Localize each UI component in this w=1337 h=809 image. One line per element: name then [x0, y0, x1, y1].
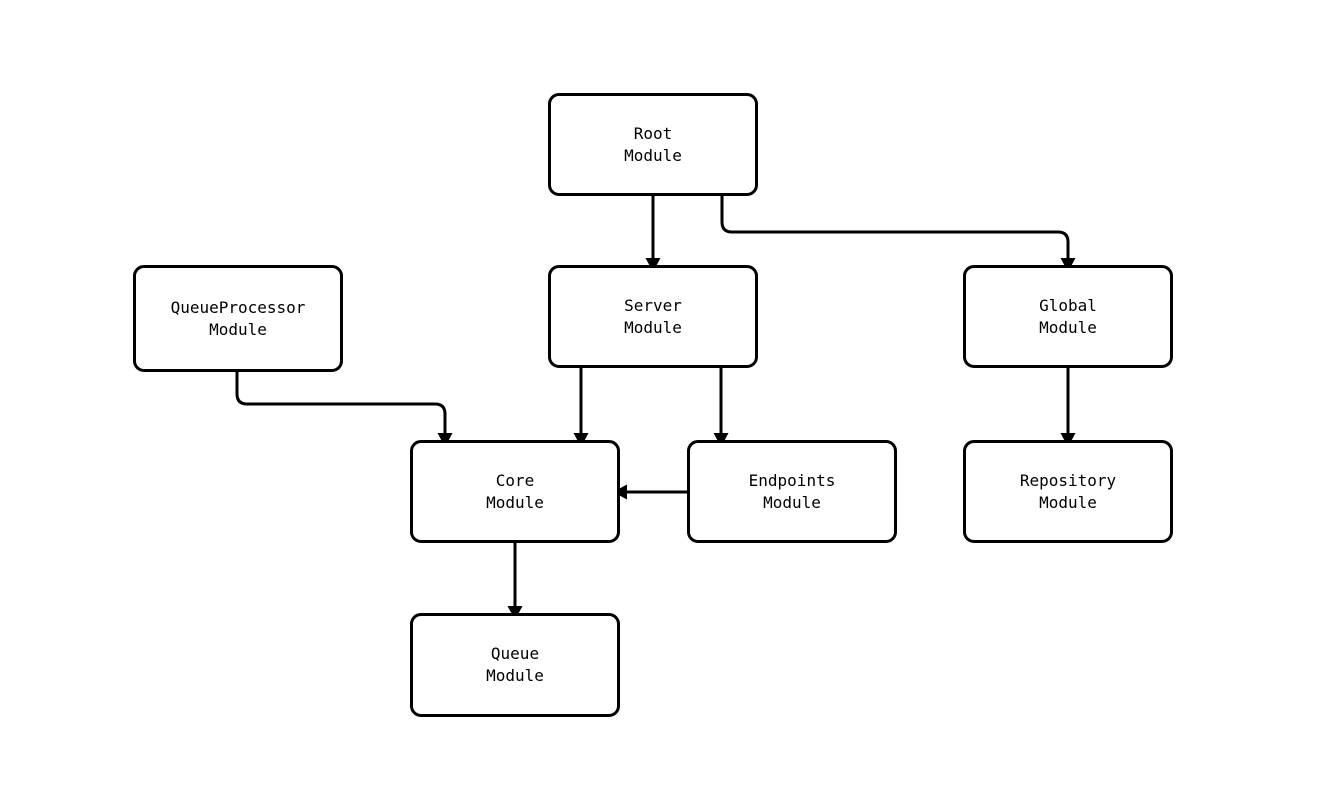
node-label-line2: Module	[1039, 317, 1097, 337]
node-repository[interactable]: Repository Module	[963, 440, 1173, 543]
node-server[interactable]: Server Module	[548, 265, 758, 368]
node-label-line2: Module	[624, 317, 682, 337]
node-label-line2: Module	[209, 319, 267, 339]
node-queueprocessor[interactable]: QueueProcessor Module	[133, 265, 343, 372]
node-root[interactable]: Root Module	[548, 93, 758, 196]
node-label-line1: Endpoints	[748, 470, 836, 490]
node-global[interactable]: Global Module	[963, 265, 1173, 368]
edge-root-to-global	[720, 196, 1070, 258]
node-queue[interactable]: Queue Module	[410, 613, 620, 717]
edge-queueprocessor-to-core	[235, 372, 447, 433]
node-label-line2: Module	[1039, 492, 1097, 512]
node-core[interactable]: Core Module	[410, 440, 620, 543]
node-label-line2: Module	[624, 145, 682, 165]
node-label-line1: Queue	[490, 644, 540, 663]
node-endpoints[interactable]: Endpoints Module	[687, 440, 897, 543]
node-label-line1: Core	[495, 470, 535, 490]
node-label-line2: Module	[486, 492, 544, 512]
node-label-line2: Module	[486, 666, 544, 685]
edge-paths	[235, 196, 1070, 606]
node-label-line1: Global	[1039, 295, 1097, 315]
node-label-line2: Module	[763, 492, 821, 512]
node-label-line1: Repository	[1019, 470, 1117, 490]
node-label-line1: Root	[633, 123, 673, 143]
node-label-line1: Server	[624, 295, 682, 315]
node-label-line1: QueueProcessor	[170, 297, 306, 317]
